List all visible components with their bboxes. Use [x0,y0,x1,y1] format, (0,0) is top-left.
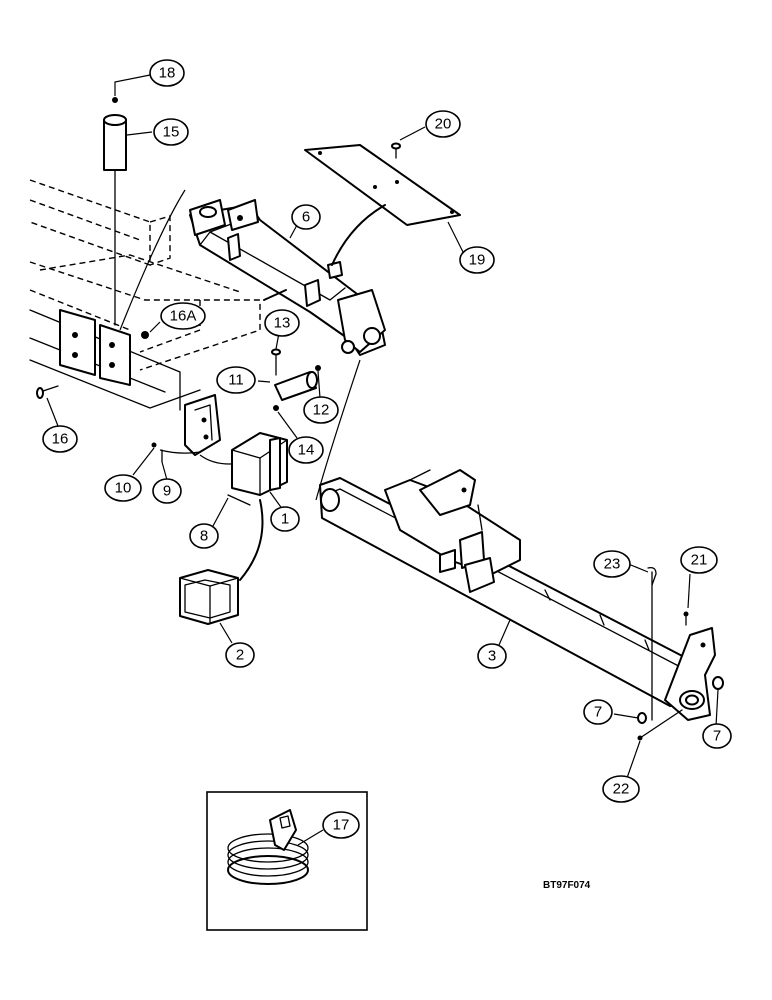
part-15-pin [103,114,127,326]
svg-text:9: 9 [163,483,171,500]
part-20-screw [391,142,401,159]
part-17-straps [227,809,309,885]
part-14-nut [273,405,279,411]
frame-bracket [184,394,221,456]
svg-text:2: 2 [236,647,244,664]
svg-text:10: 10 [115,480,132,497]
svg-text:8: 8 [200,528,208,545]
callout-22: 22 [602,775,640,803]
callout-7-left: 7 [583,699,613,725]
part-8-bolt [227,494,251,506]
svg-text:1: 1 [281,511,289,528]
callout-20: 20 [425,110,461,138]
svg-text:22: 22 [613,781,630,798]
callout-18: 18 [149,59,185,87]
callout-6: 6 [291,204,321,230]
callout-15: 15 [153,118,189,146]
part-11-pin [274,371,318,401]
part-1-socket [231,432,288,496]
callout-9: 9 [152,478,182,504]
callout-12: 12 [303,396,339,424]
frame-mount-plate [59,309,131,386]
callout-2: 2 [225,642,255,668]
svg-text:11: 11 [228,372,244,389]
part-23-clip [647,566,657,721]
callout-1: 1 [270,506,300,532]
callout-14: 14 [288,436,324,464]
part-6-arm [189,199,386,356]
callout-10: 10 [104,474,142,502]
svg-text:7: 7 [713,728,721,745]
callout-11: 11 [216,366,256,394]
svg-text:6: 6 [302,209,310,226]
callout-16a: 16A [160,302,206,330]
svg-text:12: 12 [313,402,330,419]
part-13-bolt [271,348,281,376]
beam-end-bracket [664,611,716,721]
part-3-beam [319,469,691,707]
part-18-nut [112,97,118,103]
svg-text:15: 15 [163,124,180,141]
svg-text:21: 21 [691,552,708,569]
svg-text:17: 17 [333,817,350,834]
part-9-10-hardware [151,442,163,463]
part-16a-nut [141,331,149,339]
svg-text:16A: 16A [170,308,197,325]
svg-text:18: 18 [159,65,176,82]
callout-16: 16 [42,425,78,453]
part-12-nut [315,365,321,371]
figure-code: BT97F074 [543,880,591,891]
svg-text:19: 19 [469,252,486,269]
part-19-plate [304,144,461,226]
svg-text:23: 23 [604,556,621,573]
callout-3: 3 [477,643,507,669]
callout-17: 17 [322,811,360,839]
svg-text:3: 3 [488,648,496,665]
part-7-washers [637,676,724,724]
svg-text:20: 20 [435,116,452,133]
callout-23: 23 [593,550,631,578]
svg-text:7: 7 [594,704,602,721]
callout-21: 21 [680,546,718,574]
arrow-lines [119,189,386,581]
part-22-pin [637,709,683,741]
svg-text:13: 13 [274,315,291,332]
callout-7-right: 7 [702,723,732,749]
callout-13: 13 [264,309,300,337]
callout-19: 19 [459,246,495,274]
svg-text:14: 14 [298,442,315,459]
part-16-bolt [36,385,59,399]
part-2-insert [179,569,239,625]
callout-8: 8 [189,523,219,549]
leader-lines [46,74,719,846]
svg-text:16: 16 [52,431,69,448]
